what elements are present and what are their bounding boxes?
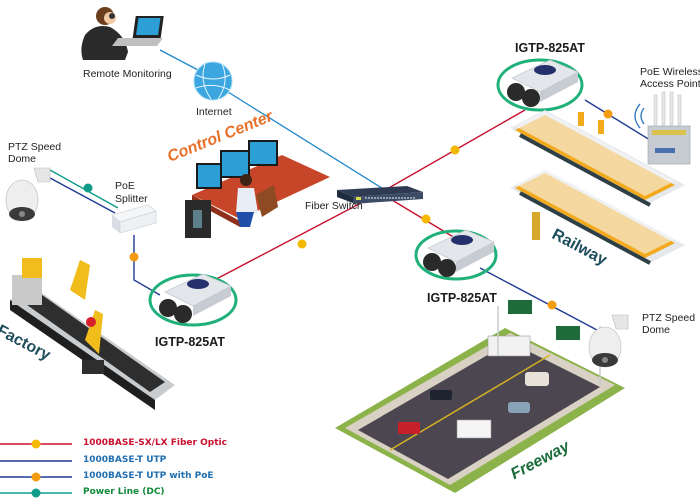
- fiber-line-left: [204, 192, 381, 286]
- utp-line-ptz-left: [49, 177, 116, 214]
- poe-badge: [547, 300, 557, 310]
- legend-label-utp: 1000BASE-T UTP: [83, 455, 167, 465]
- freeway-illustration: [335, 300, 625, 493]
- poe-ap-label-line1: PoE Wireless: [640, 66, 700, 78]
- poe-line-ap: [584, 99, 651, 141]
- poe-line-ptz-right: [479, 267, 598, 331]
- poe-badge: [603, 109, 613, 119]
- legend-badge-fiber: [31, 439, 41, 449]
- internet-line-switch: [227, 91, 386, 191]
- control-center-illustration: [185, 140, 330, 238]
- internet-label: Internet: [196, 106, 232, 118]
- fiber-switch-label: Fiber Switch: [305, 200, 363, 212]
- fiber-switch-icon: [337, 186, 423, 204]
- legend-label-fiber: 1000BASE-SX/LX Fiber Optic: [83, 438, 227, 448]
- ptz-camera-right-icon: [588, 314, 629, 368]
- fiber-badge: [421, 214, 431, 224]
- poe-line-splitter: [133, 235, 161, 296]
- igtp-device-middle: [414, 229, 498, 281]
- ptz-camera-left-icon: [5, 167, 51, 221]
- legend-badge-poe: [31, 472, 41, 482]
- ptz-left-label-line2: Dome: [8, 153, 37, 165]
- internet-globe-icon: [193, 61, 233, 101]
- ptz-right-label-line2: Dome: [642, 324, 671, 336]
- legend-badge-dc: [31, 488, 41, 498]
- legend-label-poe: 1000BASE-T UTP with PoE: [83, 471, 214, 481]
- poe-splitter-label-line1: PoE: [115, 180, 135, 192]
- poe-splitter-label-line2: Splitter: [115, 193, 148, 205]
- ptz-left-label-line1: PTZ Speed: [8, 141, 62, 153]
- remote-monitoring-illustration: [81, 7, 164, 60]
- remote-monitoring-label: Remote Monitoring: [83, 68, 172, 80]
- railway-illustration: [510, 110, 685, 265]
- device-model-middle: IGTP-825AT: [427, 291, 497, 305]
- poe-ap-label-line2: Access Point: [640, 78, 700, 90]
- poe-wireless-ap-icon: [634, 91, 691, 165]
- igtp-device-top: [496, 58, 584, 112]
- line-badges: [83, 109, 613, 310]
- device-model-top: IGTP-825AT: [515, 41, 585, 55]
- legend-graphics: [0, 439, 72, 498]
- dc-badge: [83, 183, 93, 193]
- ptz-right-label-line1: PTZ Speed: [642, 312, 696, 324]
- factory-illustration: [10, 258, 175, 410]
- poe-splitter-icon: [111, 204, 157, 234]
- legend-label-dc: Power Line (DC): [83, 487, 165, 497]
- device-model-left: IGTP-825AT: [155, 335, 225, 349]
- internet-line-remote: [159, 49, 199, 71]
- igtp-device-left: [148, 273, 238, 327]
- poe-badge: [129, 252, 139, 262]
- fiber-badge: [450, 145, 460, 155]
- fiber-badge: [297, 239, 307, 249]
